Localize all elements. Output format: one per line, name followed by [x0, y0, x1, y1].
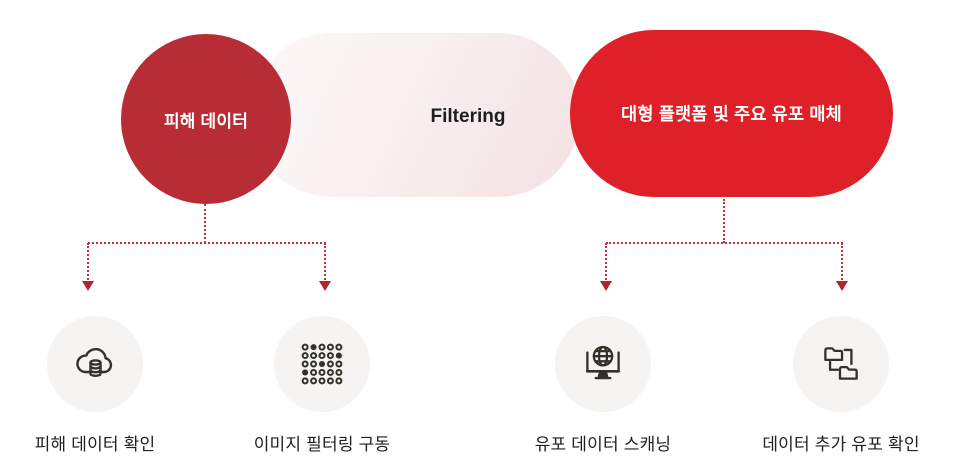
arrow-down-icon [600, 281, 612, 291]
dot-grid-icon [301, 343, 343, 385]
source-connector-drop-left [87, 243, 89, 280]
source-node: 피해 데이터 [121, 34, 291, 204]
step-check-additional-distribution: 데이터 추가 유포 확인 [731, 316, 951, 456]
source-connector-drop-right [324, 243, 326, 280]
icon-circle [274, 316, 370, 412]
source-connector-stem [204, 204, 206, 243]
source-connector-bar [88, 242, 326, 244]
arrow-down-icon [319, 281, 331, 291]
target-node: 대형 플랫폼 및 주요 유포 매체 [570, 30, 893, 197]
target-connector-drop-left [605, 243, 607, 280]
target-connector-bar [606, 242, 843, 244]
globe-monitor-icon [586, 345, 620, 380]
filtering-label: Filtering [430, 106, 506, 127]
step-label: 피해 데이터 확인 [34, 435, 156, 454]
step-label: 이미지 필터링 구동 [253, 435, 391, 454]
arrow-down-icon [836, 281, 848, 291]
step-check-victim-data: 피해 데이터 확인 [0, 316, 205, 456]
step-label: 유포 데이터 스캐닝 [534, 435, 672, 454]
step-image-filtering: 이미지 필터링 구동 [212, 316, 432, 456]
step-scan-distributed-data: 유포 데이터 스캐닝 [493, 316, 713, 456]
filtering-band [250, 33, 580, 197]
arrow-down-icon [82, 281, 94, 291]
target-connector-stem [723, 199, 725, 243]
source-node-label: 피해 데이터 [163, 111, 249, 131]
folder-network-icon [824, 347, 858, 380]
icon-circle [47, 316, 143, 412]
icon-circle [793, 316, 889, 412]
step-label: 데이터 추가 유포 확인 [762, 435, 920, 454]
target-connector-drop-right [841, 243, 843, 280]
target-node-label: 대형 플랫폼 및 주요 유포 매체 [621, 104, 842, 124]
icon-circle [555, 316, 651, 412]
cloud-database-icon [76, 347, 113, 377]
